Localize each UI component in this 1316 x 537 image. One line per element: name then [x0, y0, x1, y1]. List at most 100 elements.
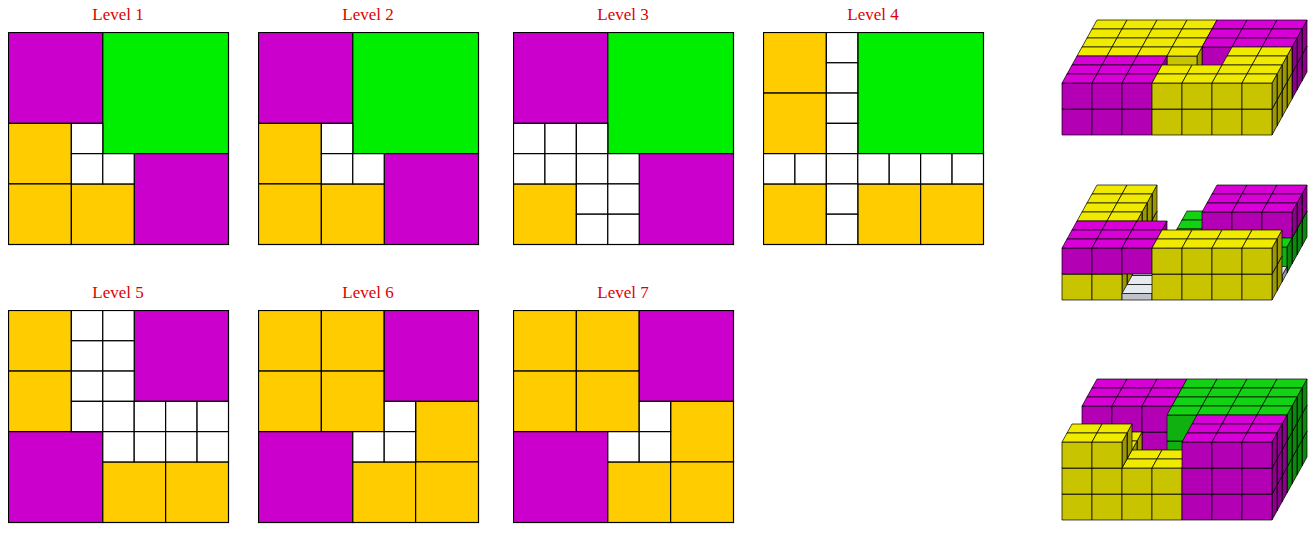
- cube-face: [1187, 424, 1222, 433]
- cube-face: [1092, 468, 1122, 494]
- cube-face: [1102, 56, 1137, 65]
- cube-face: [1242, 20, 1277, 29]
- empty-cell: [576, 184, 607, 214]
- piece-block: [764, 33, 827, 94]
- cube-face: [1122, 109, 1152, 135]
- piece-block: [639, 311, 733, 402]
- cube-face: [1212, 442, 1242, 468]
- empty-cell: [514, 154, 545, 184]
- cube-face: [1212, 433, 1247, 442]
- cube-face: [1137, 47, 1172, 56]
- cube-face: [1107, 47, 1142, 56]
- cube-face: [1092, 274, 1122, 300]
- piece-block: [416, 401, 479, 462]
- cube-face: [1062, 468, 1092, 494]
- level-grid: Level 6: [258, 310, 478, 522]
- cube-face: [1132, 56, 1167, 65]
- cube-face: [1182, 494, 1212, 520]
- empty-cell: [858, 154, 889, 184]
- piece-block: [858, 184, 921, 245]
- empty-cell: [321, 123, 352, 153]
- cube-face: [1242, 274, 1272, 300]
- cube-face: [1067, 230, 1102, 239]
- cube-face: [1212, 274, 1242, 300]
- piece-block: [353, 33, 479, 154]
- cube-face: [1242, 74, 1277, 83]
- empty-cell: [321, 154, 352, 184]
- empty-cell: [952, 154, 983, 184]
- piece-block: [608, 33, 734, 154]
- empty-cell: [134, 432, 165, 462]
- empty-cell: [826, 93, 857, 123]
- piece-block: [321, 311, 384, 372]
- cube-face: [1257, 47, 1292, 56]
- empty-cell: [576, 214, 607, 244]
- cube-face: [1227, 406, 1262, 415]
- cube-face: [1152, 74, 1187, 83]
- cube-face: [1212, 109, 1242, 135]
- piece-block: [514, 184, 577, 245]
- piece-block: [608, 462, 671, 523]
- cube-face: [1092, 442, 1122, 468]
- piece-block: [858, 33, 984, 154]
- piece-block: [9, 311, 72, 372]
- level-heading: Level 2: [238, 4, 498, 26]
- cube-face: [1257, 406, 1292, 415]
- empty-cell: [166, 401, 197, 431]
- cube-face: [1242, 248, 1272, 274]
- piece-block: [259, 432, 353, 523]
- empty-cell: [103, 432, 134, 462]
- cube-face: [1242, 379, 1277, 388]
- cube-face: [1082, 203, 1117, 212]
- level-heading: Level 5: [0, 282, 248, 304]
- cube-face: [1132, 221, 1167, 230]
- cube-face: [1247, 424, 1282, 433]
- cube-face: [1082, 397, 1117, 406]
- empty-cell: [889, 154, 920, 184]
- empty-cell: [103, 401, 134, 431]
- piece-block: [9, 123, 72, 184]
- cube-face: [1152, 83, 1182, 109]
- empty-cell: [826, 154, 857, 184]
- cube-face: [1242, 442, 1272, 468]
- cube-face: [1187, 65, 1222, 74]
- level-grid: Level 1: [8, 32, 228, 244]
- cube-face: [1272, 379, 1307, 388]
- cube-face: [1182, 20, 1217, 29]
- cube-face: [1177, 29, 1212, 38]
- empty-cell: [921, 154, 952, 184]
- cube-face: [1242, 433, 1277, 442]
- cube-face: [1097, 230, 1132, 239]
- cube-face: [1212, 20, 1247, 29]
- cube-face: [1212, 248, 1242, 274]
- cube-face: [1062, 248, 1092, 274]
- cube-face: [1112, 203, 1147, 212]
- empty-cell: [795, 154, 826, 184]
- cube-face: [1182, 468, 1212, 494]
- cube-face: [1212, 494, 1242, 520]
- piece-block: [321, 371, 384, 432]
- cube-face: [1102, 221, 1137, 230]
- cube-face: [1217, 230, 1252, 239]
- empty-cell: [197, 401, 228, 431]
- piece-block: [71, 184, 134, 245]
- cube-face: [1127, 450, 1162, 459]
- cube-face: [1177, 388, 1212, 397]
- piece-block: [259, 33, 353, 124]
- empty-cell: [71, 401, 102, 431]
- empty-cell: [826, 33, 857, 63]
- cube-face: [1212, 239, 1247, 248]
- cube-face: [1182, 239, 1217, 248]
- cube-face: [1242, 109, 1272, 135]
- cube-face: [1142, 397, 1177, 406]
- cube-face: [1202, 203, 1237, 212]
- grid-plan: [8, 310, 230, 524]
- empty-cell: [764, 154, 795, 184]
- cube-face: [1262, 38, 1297, 47]
- cube-face: [1207, 29, 1242, 38]
- empty-cell: [103, 311, 134, 341]
- cube-face: [1152, 494, 1182, 520]
- cube-face: [1062, 109, 1092, 135]
- cube-face: [1062, 83, 1092, 109]
- level-heading: Level 1: [0, 4, 248, 26]
